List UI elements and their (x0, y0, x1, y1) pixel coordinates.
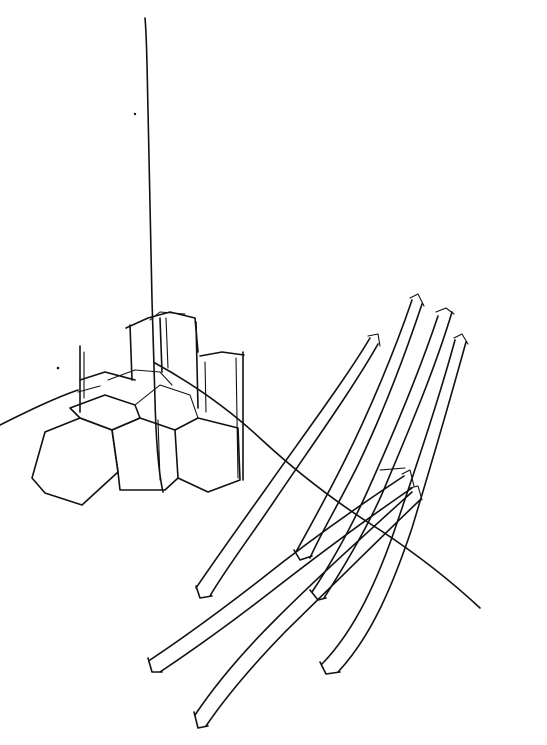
prism-right-edge-2 (235, 357, 239, 479)
hexagonal-prisms (56, 311, 245, 481)
stick-a-upper (149, 475, 405, 661)
stick-b-end-bottom (193, 711, 209, 729)
stick-a-end-top (401, 469, 415, 487)
stick-2-top (409, 293, 425, 307)
stick-b-end-top (409, 485, 423, 501)
stray-dot (133, 112, 137, 116)
stick-4-left (321, 339, 456, 665)
stick-2-left (295, 299, 413, 553)
stray-dot-left (56, 366, 60, 370)
hexagon-upper-edge (134, 384, 199, 419)
hexagon-left (31, 417, 119, 506)
prism-left-mid (77, 385, 101, 393)
hexagon-top-ring (107, 369, 173, 386)
stick-1-top (367, 333, 381, 347)
hexagon-cluster (31, 369, 241, 506)
prism-center-inner-line (157, 419, 161, 481)
stick-4-right (337, 341, 467, 673)
stick-a-lower (159, 487, 413, 673)
stick-2-bottom (293, 549, 313, 561)
stick-1-left (195, 337, 371, 589)
prism-center-left-edge (129, 324, 133, 381)
prism-center-right-edge (159, 317, 163, 373)
prism-center-top (125, 311, 199, 353)
stick-link (379, 467, 406, 471)
stick-1-bottom (195, 585, 213, 599)
stick-3-left (311, 315, 439, 593)
hexagon-upper (69, 394, 141, 431)
hexagon-middle (111, 417, 179, 491)
prism-right-top (199, 351, 245, 357)
stick-1-right (209, 343, 379, 597)
prism-center-far-edge (195, 321, 199, 409)
prism-center-top-inner (149, 311, 186, 321)
stick-b-upper (194, 491, 413, 716)
prism-left-top (79, 371, 136, 381)
hexagon-right (174, 417, 241, 493)
ground-line-diagonal (154, 362, 481, 609)
leaning-sticks (147, 293, 469, 729)
ground-line-left (0, 389, 79, 426)
stick-3-right (323, 311, 453, 599)
stick-a-end-bottom (147, 657, 163, 673)
vertical-pole-line (144, 17, 164, 493)
stick-3-top (435, 307, 455, 315)
prism-right-inner (204, 361, 207, 413)
stick-4-bottom (319, 661, 341, 675)
stick-4-top (453, 333, 469, 345)
prism-center-right-edge-2 (165, 317, 169, 369)
stick-b-lower (205, 499, 421, 727)
